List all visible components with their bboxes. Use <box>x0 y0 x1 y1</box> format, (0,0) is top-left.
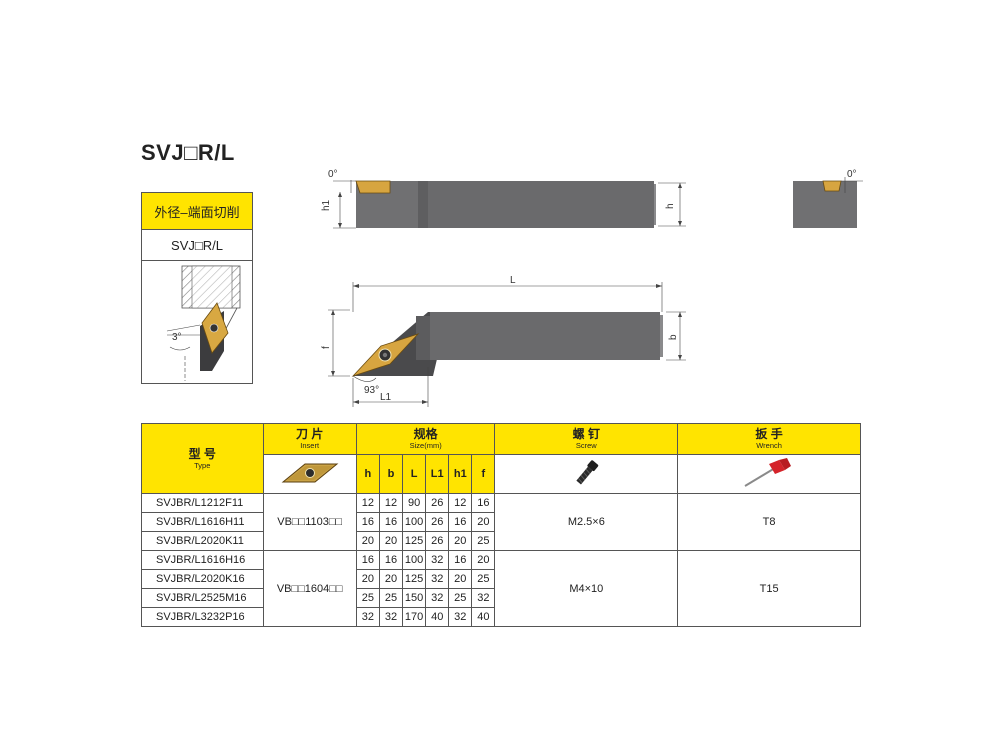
L-cell: 125 <box>402 569 427 589</box>
torx-screw-icon <box>576 459 599 484</box>
header-type: 型 号 Type <box>141 423 264 494</box>
L-cell: 90 <box>402 493 427 513</box>
b-cell: 16 <box>378 512 404 532</box>
h-cell: 20 <box>355 569 380 589</box>
size-col-b: b <box>378 454 404 494</box>
L-cell: 125 <box>402 531 427 551</box>
L-cell: 150 <box>402 588 427 608</box>
b-cell: 12 <box>378 493 404 513</box>
L-cell: 100 <box>402 512 427 532</box>
header-wrench: 扳 手 Wrench <box>677 423 861 455</box>
screw-cell: M2.5×6 <box>494 493 679 551</box>
h1-cell: 16 <box>448 550 473 570</box>
h-cell: 25 <box>355 588 380 608</box>
L1-cell: 26 <box>425 512 450 532</box>
model-cell: SVJBR/L1212F11 <box>141 493 264 513</box>
model-cell: SVJBR/L1616H16 <box>141 550 264 570</box>
f-cell: 25 <box>471 531 496 551</box>
table-row: SVJBR/L1212F11 VB□□1103□□ 12 12 90 26 12… <box>141 493 861 551</box>
top-angle-label: 0° <box>328 169 338 180</box>
b-cell: 20 <box>378 569 404 589</box>
h-cell: 16 <box>355 550 380 570</box>
header-size: 规格 Size(mm) <box>355 423 496 455</box>
L1-cell: 32 <box>425 588 450 608</box>
h-cell: 20 <box>355 531 380 551</box>
L1-cell: 32 <box>425 569 450 589</box>
h-label: h <box>665 203 676 209</box>
top-view-drawing: h1 0° h <box>321 169 686 229</box>
L-cell: 170 <box>402 607 427 627</box>
insert-image-cell <box>262 454 357 494</box>
rhombic-insert-icon <box>281 463 339 482</box>
b-label: b <box>668 334 679 340</box>
table-row: SVJBR/L2020K16 20 20 125 32 20 25 <box>141 569 861 589</box>
wrench-cell: T8 <box>677 493 861 551</box>
operation-label: 外径–端面切削 <box>142 193 252 230</box>
size-col-f: f <box>471 454 496 494</box>
h-cell: 16 <box>355 512 380 532</box>
insert-cell: VB□□1604□□ <box>262 550 357 627</box>
side-view-drawing: L f b L1 93° <box>321 275 686 407</box>
b-cell: 16 <box>378 550 404 570</box>
table-row: SVJBR/L3232P16 32 32 170 40 32 40 <box>141 607 861 627</box>
header-screw: 螺 钉 Screw <box>494 423 679 455</box>
h1-cell: 12 <box>448 493 473 513</box>
h1-cell: 16 <box>448 512 473 532</box>
f-cell: 20 <box>471 550 496 570</box>
size-col-h1: h1 <box>448 454 473 494</box>
operation-angle-label: 3° <box>172 332 182 343</box>
side-angle-label: 93° <box>364 385 379 396</box>
screw-cell: M4×10 <box>494 550 679 627</box>
b-cell: 32 <box>378 607 404 627</box>
L-cell: 100 <box>402 550 427 570</box>
f-cell: 32 <box>471 588 496 608</box>
operation-model: SVJ□R/L <box>142 230 252 261</box>
f-cell: 40 <box>471 607 496 627</box>
operation-illustration: 3° <box>142 261 252 384</box>
table-row: SVJBR/L2525M16 25 25 150 32 25 32 <box>141 588 861 608</box>
table-row: SVJBR/L2020K11 20 20 125 26 20 25 <box>141 531 861 551</box>
end-angle-label: 0° <box>847 169 857 180</box>
L1-cell: 40 <box>425 607 450 627</box>
wrench-image-cell <box>677 454 861 494</box>
f-cell: 20 <box>471 512 496 532</box>
size-col-L1: L1 <box>425 454 450 494</box>
h-cell: 32 <box>355 607 380 627</box>
spec-table: 型 号 Type 刀 片 Insert 规格 Size(mm) 螺 钉 Scre… <box>141 423 861 627</box>
f-cell: 16 <box>471 493 496 513</box>
h1-cell: 20 <box>448 531 473 551</box>
model-cell: SVJBR/L1616H11 <box>141 512 264 532</box>
h1-cell: 20 <box>448 569 473 589</box>
size-col-h: h <box>355 454 380 494</box>
wrench-cell: T15 <box>677 550 861 627</box>
L1-cell: 26 <box>425 493 450 513</box>
b-cell: 25 <box>378 588 404 608</box>
size-col-L: L <box>402 454 427 494</box>
f-label: f <box>321 346 332 349</box>
h1-label: h1 <box>321 199 332 211</box>
b-cell: 20 <box>378 531 404 551</box>
L1-cell: 26 <box>425 531 450 551</box>
operation-box: 外径–端面切削 SVJ□R/L 3° <box>141 192 253 384</box>
model-cell: SVJBR/L2525M16 <box>141 588 264 608</box>
h-cell: 12 <box>355 493 380 513</box>
f-cell: 25 <box>471 569 496 589</box>
h1-cell: 32 <box>448 607 473 627</box>
model-cell: SVJBR/L2020K11 <box>141 531 264 551</box>
h1-cell: 25 <box>448 588 473 608</box>
page-title: SVJ□R/L <box>141 140 235 165</box>
L1-cell: 32 <box>425 550 450 570</box>
table-row: SVJBR/L1616H16 VB□□1604□□ 16 16 100 32 1… <box>141 550 861 627</box>
screw-image-cell <box>494 454 679 494</box>
end-view-drawing: 0° <box>793 169 863 228</box>
insert-cell: VB□□1103□□ <box>262 493 357 551</box>
L-label: L <box>510 275 516 286</box>
torx-wrench-icon <box>744 457 792 487</box>
model-cell: SVJBR/L3232P16 <box>141 607 264 627</box>
model-cell: SVJBR/L2020K16 <box>141 569 264 589</box>
header-insert: 刀 片 Insert <box>262 423 357 455</box>
L1-label: L1 <box>380 392 392 403</box>
